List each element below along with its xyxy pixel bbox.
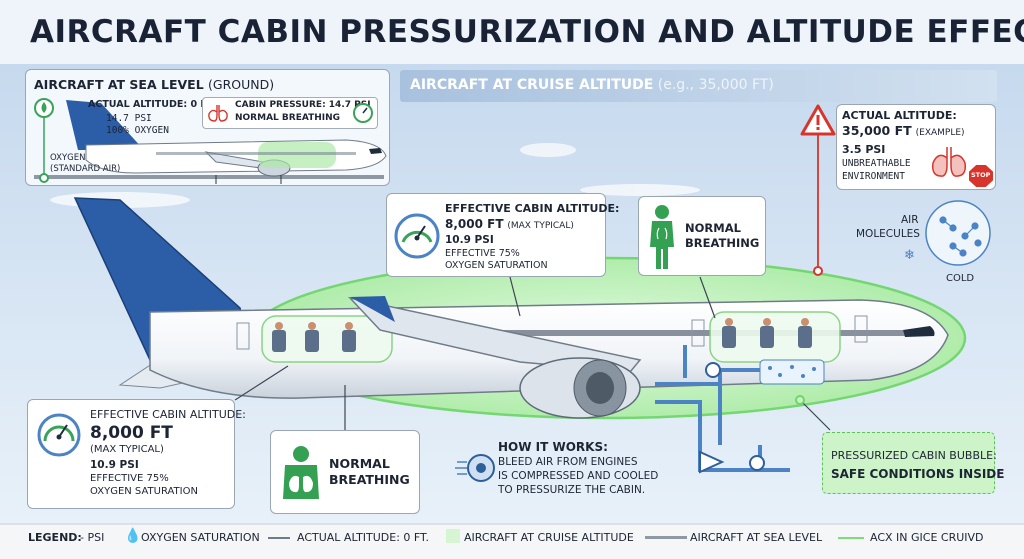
outside-line1: UNBREATHABLE xyxy=(842,158,911,169)
cabin-altitude-box-left: EFFECTIVE CABIN ALTITUDE: 8,000 FT (MAX … xyxy=(27,399,246,509)
cabin-left-line1: EFFECTIVE 75% xyxy=(90,473,169,484)
how-line1: BLEED AIR FROM ENGINES xyxy=(498,456,638,468)
legend-item-psi: - PSI xyxy=(80,531,105,544)
cabin-left-psi: 10.9 PSI xyxy=(90,459,139,471)
fan-icon xyxy=(455,454,495,482)
cruise-aircraft xyxy=(73,197,949,419)
how-heading: HOW IT WORKS: xyxy=(498,440,608,454)
cabin-pressure-label: CABIN PRESSURE: 14.7 PSI xyxy=(235,100,371,110)
sea-level-panel-art xyxy=(34,98,387,184)
outside-altitude-box: ACTUAL ALTITUDE: 35,000 FT (EXAMPLE) 3.5… xyxy=(836,104,996,190)
cabin-gauge-icon-top xyxy=(394,213,440,259)
leader-lines xyxy=(234,276,831,431)
legend-line-actual xyxy=(268,537,290,539)
bubble-line1: PRESSURIZED CABIN BUBBLE: xyxy=(831,449,997,462)
legend-item-actual: ACTUAL ALTITUDE: 0 FT. xyxy=(297,531,429,544)
cabin-left-value: 8,000 FT xyxy=(90,423,173,443)
person-icon-bottom xyxy=(283,446,319,499)
normal-bottom-line1: NORMAL xyxy=(329,456,390,471)
legend-swatch-cruise xyxy=(446,529,460,543)
outside-psi: 3.5 PSI xyxy=(842,143,886,156)
normal-bottom-line2: BREATHING xyxy=(329,472,410,487)
lungs-icon xyxy=(208,105,228,122)
air-molecules-line1: AIR xyxy=(901,214,919,226)
outside-altitude-value: 35,000 FT xyxy=(842,123,912,138)
legend-item-green: ACX IN GICE CRUIVD xyxy=(870,531,984,544)
how-line3: TO PRESSURIZE THE CABIN. xyxy=(498,484,646,496)
air-molecules-icon xyxy=(925,200,991,266)
normal-breathing-box-top: NORMAL BREATHING xyxy=(638,196,766,276)
sea-level-actual-altitude: ACTUAL ALTITUDE: 0 FT. xyxy=(88,99,216,110)
cabin-top-line2: OXYGEN SATURATION xyxy=(445,260,548,271)
outside-altitude-label: ACTUAL ALTITUDE: xyxy=(842,109,957,122)
cabin-altitude-box-top: EFFECTIVE CABIN ALTITUDE: 8,000 FT (MAX … xyxy=(386,193,619,277)
cruise-note: (e.g., 35,000 FT) xyxy=(657,77,774,93)
cabin-top-label: EFFECTIVE CABIN ALTITUDE: xyxy=(445,202,620,215)
cruise-banner: AIRCRAFT AT CRUISE ALTITUDE (e.g., 35,00… xyxy=(400,70,997,102)
red-lungs-icon xyxy=(931,147,967,177)
sea-level-heading-note: (GROUND) xyxy=(208,77,275,92)
normal-breathing-box-bottom: NORMAL BREATHING xyxy=(270,430,420,514)
bubble-line2: SAFE CONDITIONS INSIDE xyxy=(831,467,1005,481)
cabin-top-note: (MAX TYPICAL) xyxy=(507,221,574,231)
cabin-left-line2: OXYGEN SATURATION xyxy=(90,486,198,497)
duct-valves xyxy=(699,362,765,474)
warning-icon xyxy=(800,104,836,136)
oxygen-note: (STANDARD AIR) xyxy=(50,164,121,174)
normal-top-line2: BREATHING xyxy=(685,236,760,250)
stop-sign: STOP xyxy=(969,165,993,187)
cabin-top-psi: 10.9 PSI xyxy=(445,234,494,246)
sea-level-oxygen: 100% OXYGEN xyxy=(106,125,169,136)
cabin-top-value: 8,000 FT xyxy=(445,217,504,231)
legend-item-cruise: AIRCRAFT AT CRUISE ALTITUDE xyxy=(464,531,634,544)
altitude-marker-dot xyxy=(813,266,823,276)
legend-bar xyxy=(0,524,1024,559)
sea-level-psi: 14.7 PSI xyxy=(106,113,152,124)
gauge-icon xyxy=(353,103,373,123)
sea-level-panel: AIRCRAFT AT SEA LEVEL (GROUND) ACTUAL AL… xyxy=(25,69,390,186)
sea-level-breathing: NORMAL BREATHING xyxy=(235,113,341,123)
sea-level-heading: AIRCRAFT AT SEA LEVEL xyxy=(34,77,204,92)
bubble-marker-dot xyxy=(795,395,805,405)
legend-item-sea: AIRCRAFT AT SEA LEVEL xyxy=(690,531,823,544)
air-molecules-line2: MOLECULES xyxy=(856,228,920,240)
title-band xyxy=(0,0,1024,64)
cabin-top-line1: EFFECTIVE 75% xyxy=(445,248,520,259)
outside-line2: ENVIRONMENT xyxy=(842,171,905,182)
snowflake-icon: ❄ xyxy=(904,248,915,263)
cold-label: COLD xyxy=(946,273,975,284)
cruise-heading: AIRCRAFT AT CRUISE ALTITUDE xyxy=(410,77,654,93)
legend-item-oxygen: OXYGEN SATURATION xyxy=(141,531,260,544)
stop-sign-label: STOP xyxy=(971,171,991,179)
normal-top-line1: NORMAL xyxy=(685,221,741,235)
page-title: AIRCRAFT CABIN PRESSURIZATION AND ALTITU… xyxy=(30,14,1024,50)
legend-line-green xyxy=(838,537,864,539)
person-icon-top xyxy=(650,205,674,269)
cabin-gauge-icon-left xyxy=(37,413,81,457)
legend-line-sea xyxy=(645,536,687,539)
cabin-pressure-callout: CABIN PRESSURE: 14.7 PSI NORMAL BREATHIN… xyxy=(202,97,378,129)
legend-heading: LEGEND: xyxy=(28,531,82,544)
outside-altitude-note: (EXAMPLE) xyxy=(915,128,965,138)
droplet-icon: 💧 xyxy=(124,528,142,544)
bubble-box: PRESSURIZED CABIN BUBBLE: SAFE CONDITION… xyxy=(822,432,1004,494)
oxygen-label: OXYGEN xyxy=(50,153,86,163)
cabin-left-note: (MAX TYPICAL) xyxy=(90,444,164,455)
cabin-left-label: EFFECTIVE CABIN ALTITUDE: xyxy=(90,408,246,421)
how-line2: IS COMPRESSED AND COOLED xyxy=(498,470,659,482)
